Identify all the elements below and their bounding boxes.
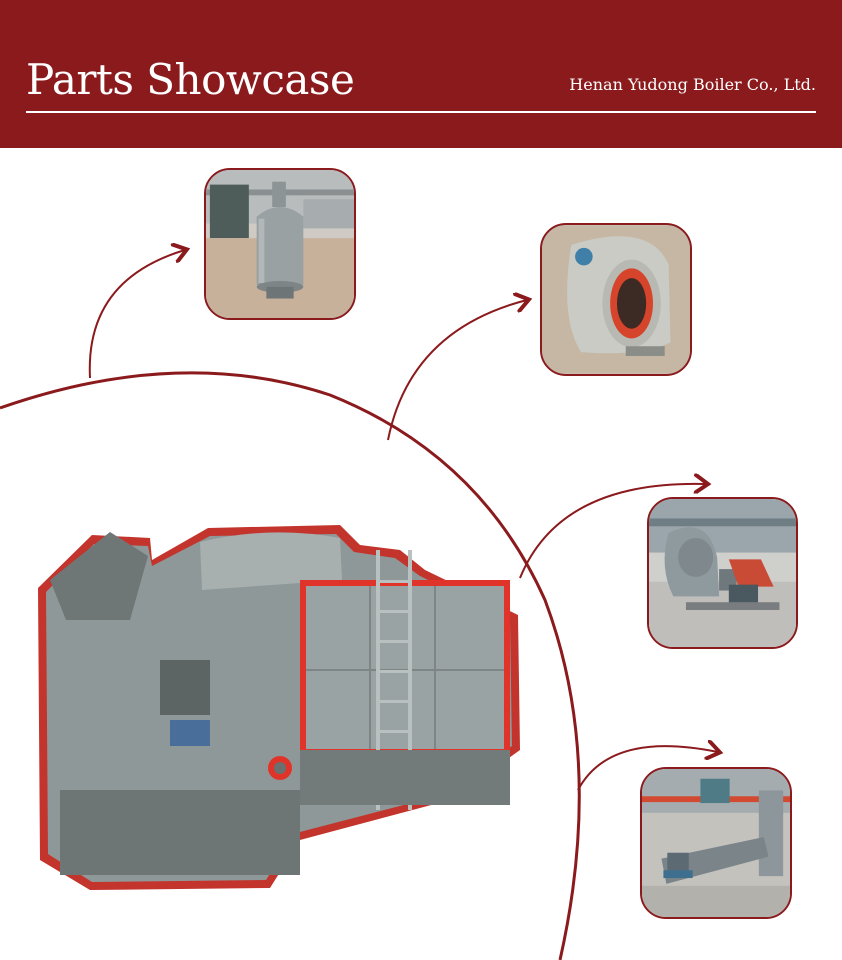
part-photo-separator-tank [204, 168, 356, 320]
header-banner: Parts Showcase Henan Yudong Boiler Co., … [0, 0, 842, 148]
chain-grate-boiler-icon [38, 525, 520, 890]
part-photo-centrifugal-fan [540, 223, 692, 376]
chain-grate-boiler-image [38, 525, 520, 890]
arrow-to-part1 [88, 250, 185, 379]
slag-remover-icon [642, 769, 790, 917]
company-name: Henan Yudong Boiler Co., Ltd. [569, 75, 816, 94]
page-title: Parts Showcase [26, 55, 355, 104]
blower-motor-icon [649, 499, 796, 647]
part-photo-blower-motor [647, 497, 798, 649]
centrifugal-fan-icon [542, 225, 690, 374]
header-rule [26, 111, 816, 113]
separator-tank-icon [206, 170, 354, 318]
part-photo-slag-remover [640, 767, 792, 919]
arrow-to-part2 [387, 300, 527, 441]
